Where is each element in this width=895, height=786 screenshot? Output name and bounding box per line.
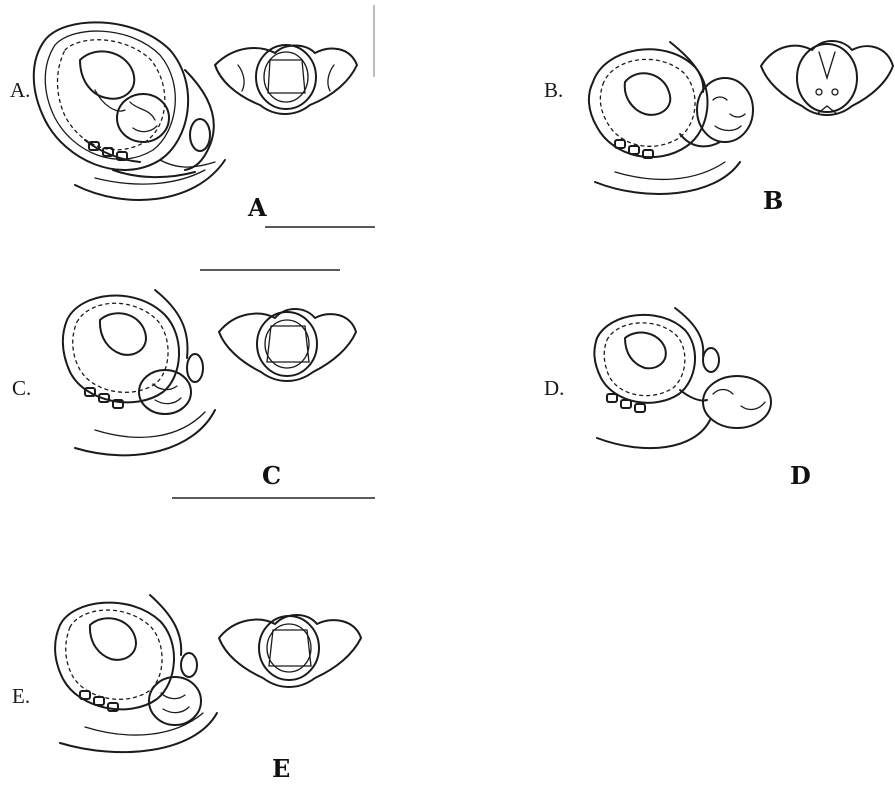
panel-b-side-label: B. (544, 78, 563, 103)
panel-a-sagittal-drawing (25, 10, 235, 210)
panel-d-side-label: D. (544, 376, 564, 401)
panel-e-sagittal-drawing (45, 585, 235, 760)
panel-c-pelvic-outlet-view (215, 292, 360, 397)
panel-e-pelvic-outlet-view (215, 598, 365, 703)
panel-e-side-label: E. (12, 684, 30, 709)
panel-c-side-label: C. (12, 376, 31, 401)
panel-c-top-rule (200, 269, 340, 271)
panel-a-pelvic-outlet-view (210, 25, 360, 135)
scan-edge-line (373, 5, 375, 77)
panel-c-sagittal-drawing (55, 280, 225, 470)
panel-b-pelvic-outlet-view (757, 22, 895, 132)
panel-d-caption: D (790, 461, 811, 490)
panel-d-sagittal-drawing (585, 298, 785, 458)
panel-b-sagittal-drawing (575, 22, 765, 207)
panel-c-underline (172, 497, 375, 499)
panel-b-caption: B (763, 186, 783, 215)
panel-a-caption: A (248, 193, 267, 222)
panel-e-caption: E (272, 754, 290, 783)
panel-c-caption: C (262, 461, 281, 490)
panel-a-underline (265, 226, 375, 228)
